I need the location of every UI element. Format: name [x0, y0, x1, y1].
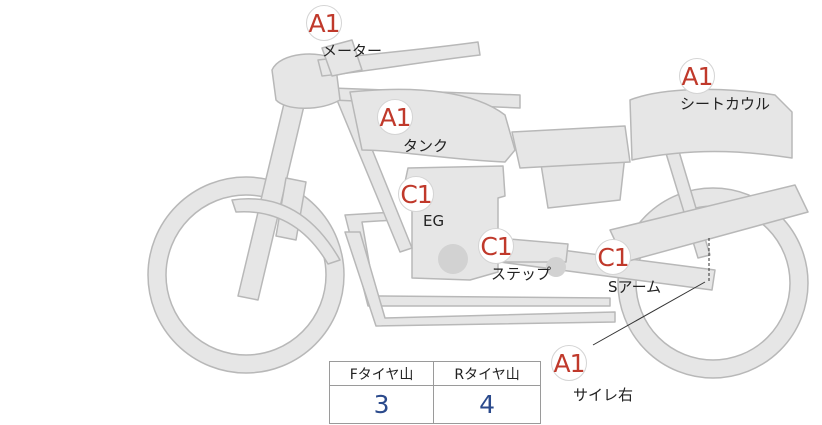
- muffler-leader-line: [592, 281, 706, 346]
- swingarm-grade-badge: C1: [595, 239, 631, 275]
- swingarm-label: Sアーム: [608, 278, 662, 296]
- tire-tread-header-row: Fタイヤ山 Rタイヤ山: [328, 361, 541, 386]
- rear-tire-tread-header: Rタイヤ山: [433, 361, 541, 386]
- step-label: ステップ: [491, 265, 552, 283]
- front-fender: [231, 198, 341, 265]
- front-tire-tread-value: 3: [328, 385, 435, 424]
- front-tire-tread-header: Fタイヤ山: [328, 361, 435, 386]
- seat-shape: [511, 125, 631, 169]
- meter-label: メーター: [322, 42, 383, 60]
- meter-grade-badge: A1: [306, 5, 342, 41]
- engine-case-right: [546, 257, 566, 277]
- step-grade-badge: C1: [478, 228, 514, 264]
- engine-label: EG: [423, 212, 445, 230]
- tire-tread-table: Fタイヤ山 Rタイヤ山 3 4: [328, 361, 541, 424]
- meter-shape: [321, 39, 363, 77]
- tank-grade-badge: A1: [377, 99, 413, 135]
- tank-label: タンク: [403, 137, 449, 155]
- tire-tread-value-row: 3 4: [328, 385, 541, 424]
- seat-cowl-label: シートカウル: [680, 95, 771, 113]
- seat-cowl-grade-badge: A1: [679, 58, 715, 94]
- rear-tire-tread-value: 4: [433, 385, 541, 424]
- front-wheel: [147, 176, 345, 374]
- engine-case-left: [438, 244, 468, 274]
- muffler-label: サイレ右: [573, 386, 634, 404]
- seat-cowl-shape: [629, 88, 793, 161]
- engine-grade-badge: C1: [398, 176, 434, 212]
- exhaust-pipe-lower: [344, 231, 616, 327]
- muffler-grade-badge: A1: [551, 345, 587, 381]
